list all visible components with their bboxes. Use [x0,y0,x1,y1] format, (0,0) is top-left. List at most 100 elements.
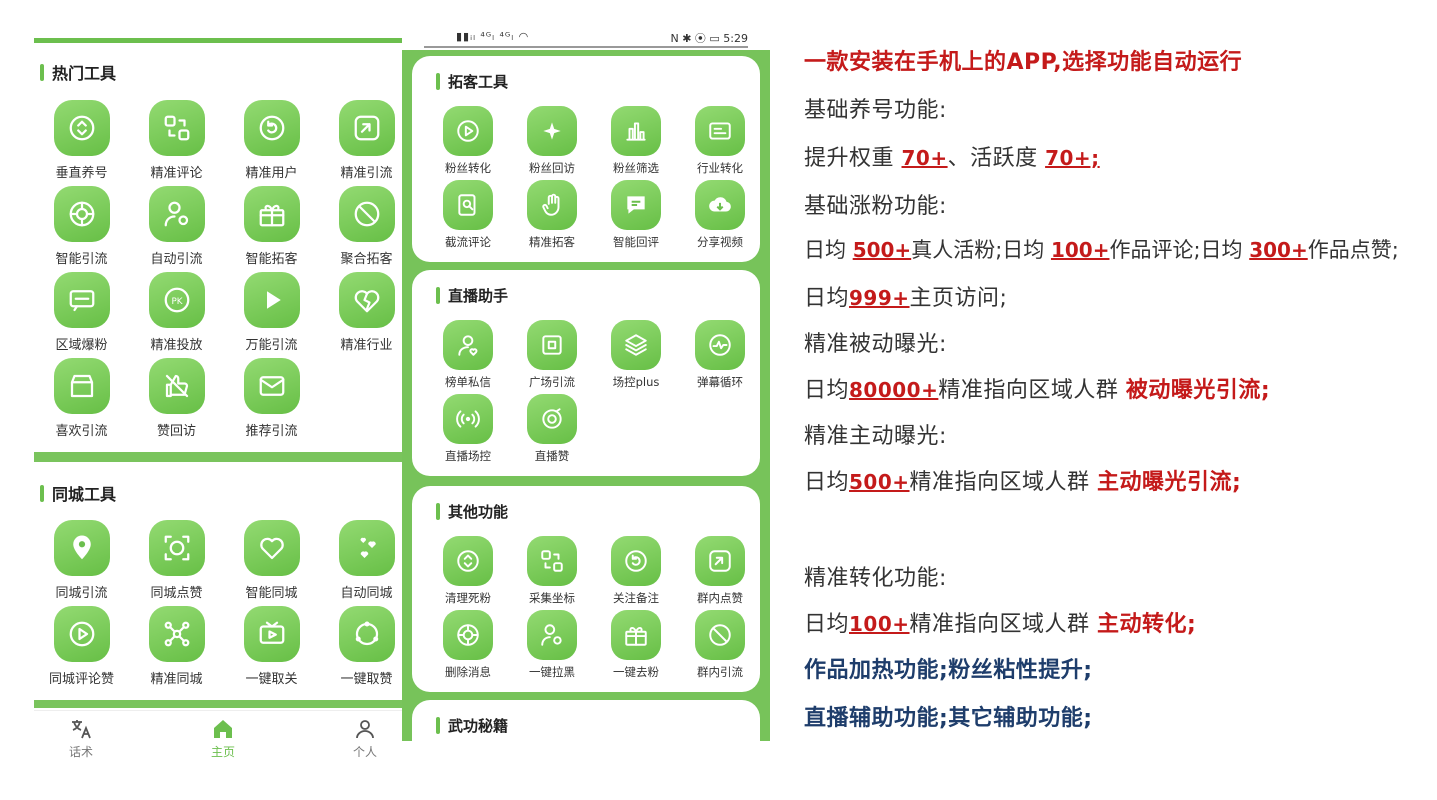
tool-label: 分享视频 [697,235,743,249]
target-icon [443,610,493,660]
tool-button[interactable]: 同城引流 [34,520,129,606]
tool-button[interactable]: 一键取关 [224,606,319,692]
nav-home[interactable]: 主页 [188,717,258,760]
nav-label: 话术 [68,745,93,759]
pulse-icon [695,320,745,370]
tool-button[interactable]: 垂直养号 [34,100,129,186]
tool-button[interactable]: 精准行业 [319,272,402,358]
tool-button[interactable]: 智能同城 [224,520,319,606]
tool-button[interactable]: 推荐引流 [224,358,319,444]
tool-button[interactable]: 区域爆粉 [34,272,129,358]
tool-button[interactable]: 榜单私信 [426,320,510,394]
tool-button[interactable]: 广场引流 [510,320,594,394]
tool-label: 赞回访 [156,424,196,439]
tool-label: 精准评论 [150,166,203,181]
tool-button[interactable]: 赞回访 [129,358,224,444]
user-gear-icon [148,186,205,242]
tool-label: 推荐引流 [245,424,298,439]
tool-button[interactable]: 群内点赞 [678,536,762,610]
status-underline [424,46,748,48]
text-seg: 精准指向区域人群 [909,612,1098,637]
nav-label: 个人 [352,745,377,759]
card-title-text: 武功秘籍 [448,716,509,735]
nav-huashu[interactable]: 话术 [46,717,116,760]
tool-label: 粉丝回访 [529,161,575,175]
headline: 一款安装在手机上的APP,选择功能自动运行 [804,50,1243,75]
cloud-down-icon [695,180,745,230]
tool-button[interactable]: 直播场控 [426,394,510,468]
tool-label: 同城点赞 [150,586,203,601]
tool-label: 智能引流 [55,252,108,267]
text-seg: 、活跃度 [947,146,1046,171]
tool-button[interactable]: 精准用户 [224,100,319,186]
tool-button[interactable]: 万能引流 [224,272,319,358]
hearts-icon [338,520,395,576]
tool-button[interactable]: 采集坐标 [510,536,594,610]
tool-button[interactable]: 行业转化 [678,106,762,180]
tool-button[interactable]: 一键去粉 [594,610,678,684]
highlight-text: 主动曝光引流; [1097,470,1242,495]
text-line-6: 精准被动曝光: [804,332,947,357]
tool-button[interactable]: 直播赞 [510,394,594,468]
tool-button[interactable]: 截流评论 [426,180,510,254]
tool-button[interactable]: 智能引流 [34,186,129,272]
tool-label: 智能拓客 [245,252,298,267]
left-phone-screen: 热门工具 垂直养号精准评论 精准用户精准引流智能引流 自动引流 智能拓客 聚合拓客区域爆… [34,38,402,760]
gift-icon [243,186,300,242]
tool-label: 删除消息 [445,665,491,679]
tool-button[interactable]: 智能拓客 [224,186,319,272]
text-seg: 真人活粉;日均 [911,238,1051,262]
tool-button[interactable]: 分享视频 [678,180,762,254]
tool-button[interactable]: 粉丝筛选 [594,106,678,180]
tool-label: 关注备注 [613,591,659,605]
share-box-icon [338,100,395,156]
tool-button[interactable]: 弹幕循环 [678,320,762,394]
search-doc-icon [443,180,493,230]
tool-button[interactable]: 一键拉黑 [510,610,594,684]
tool-button[interactable]: 聚合拓客 [319,186,402,272]
tool-label: 采集坐标 [529,591,575,605]
tool-button[interactable]: 喜欢引流 [34,358,129,444]
tool-button[interactable]: 自动同城 [319,520,402,606]
tool-label: 精准投放 [150,338,203,353]
text-seg: 日均 [804,378,850,403]
tool-button[interactable]: 同城评论赞 [34,606,129,692]
tool-label: 自动引流 [150,252,203,267]
tool-button[interactable]: 删除消息 [426,610,510,684]
status-left: ▮▮ᵢₗ ⁴ᴳₗ ⁴ᴳₗ ◠ [456,30,530,43]
tool-button[interactable]: 精准同城 [129,606,224,692]
middle-phone-screen: ▮▮ᵢₗ ⁴ᴳₗ ⁴ᴳₗ ◠ N ✱ ⦿ ▭ 5:29 拓客工具 粉丝转化粉丝回… [402,24,770,741]
text-seg: 日均 [804,612,850,637]
tool-button[interactable]: 精准评论 [129,100,224,186]
hot-tools-title: 热门工具 [40,61,116,83]
no-like-icon [148,358,205,414]
tool-button[interactable]: 同城点赞 [129,520,224,606]
tool-button[interactable]: 精准引流 [319,100,402,186]
card-title-text: 拓客工具 [448,72,509,91]
tool-button[interactable]: 群内引流 [678,610,762,684]
tool-button[interactable]: 自动引流 [129,186,224,272]
play-circle-icon [443,106,493,156]
top-band [34,38,402,43]
nav-profile[interactable]: 个人 [330,717,400,760]
tool-button[interactable]: 清理死粉 [426,536,510,610]
bottom-divider [34,700,402,708]
tool-label: 群内引流 [697,665,743,679]
tool-button[interactable]: 一键取赞 [319,606,402,692]
tool-button[interactable]: 粉丝回访 [510,106,594,180]
title-bar [436,72,440,90]
tool-button[interactable]: 智能回评 [594,180,678,254]
home-icon [214,720,232,738]
tool-button[interactable]: 关注备注 [594,536,678,610]
tool-button[interactable]: 精准拓客 [510,180,594,254]
tool-label: 场控plus [612,375,660,389]
tool-button[interactable]: 粉丝转化 [426,106,510,180]
nav-label: 主页 [210,745,235,759]
badge-icon [527,394,577,444]
tool-button[interactable]: 场控plus [594,320,678,394]
tool-label: 一键去粉 [613,665,659,679]
text-seg: 日均 [804,470,850,495]
section-divider [34,452,402,462]
